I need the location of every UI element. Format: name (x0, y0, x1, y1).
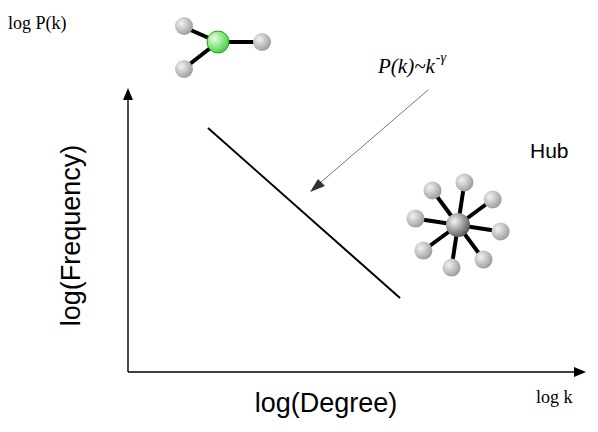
formula: P(k)~k (378, 56, 435, 77)
neighbor-node (455, 173, 473, 191)
axis-label: log P(k) (8, 14, 67, 32)
hub-node (406, 173, 509, 276)
neighbor-node (484, 190, 502, 208)
neighbor-node (443, 259, 461, 277)
axes (123, 88, 586, 377)
neighbor-node (406, 210, 424, 228)
axis-label: log k (536, 388, 573, 406)
neighbor-node (492, 222, 510, 240)
neighbor-node (423, 181, 441, 199)
neighbor-node (475, 251, 493, 269)
hub-label: Hub (530, 140, 569, 161)
low-degree-node (175, 17, 271, 78)
formula-exponent: -γ (436, 51, 446, 65)
power-law-line (208, 128, 400, 298)
hub-center (446, 213, 470, 237)
axis-title: log(Degree) (255, 390, 398, 417)
neighbor-node (414, 242, 432, 260)
axis-title: log(Frequency) (59, 144, 86, 326)
callout-arrow (310, 90, 428, 192)
